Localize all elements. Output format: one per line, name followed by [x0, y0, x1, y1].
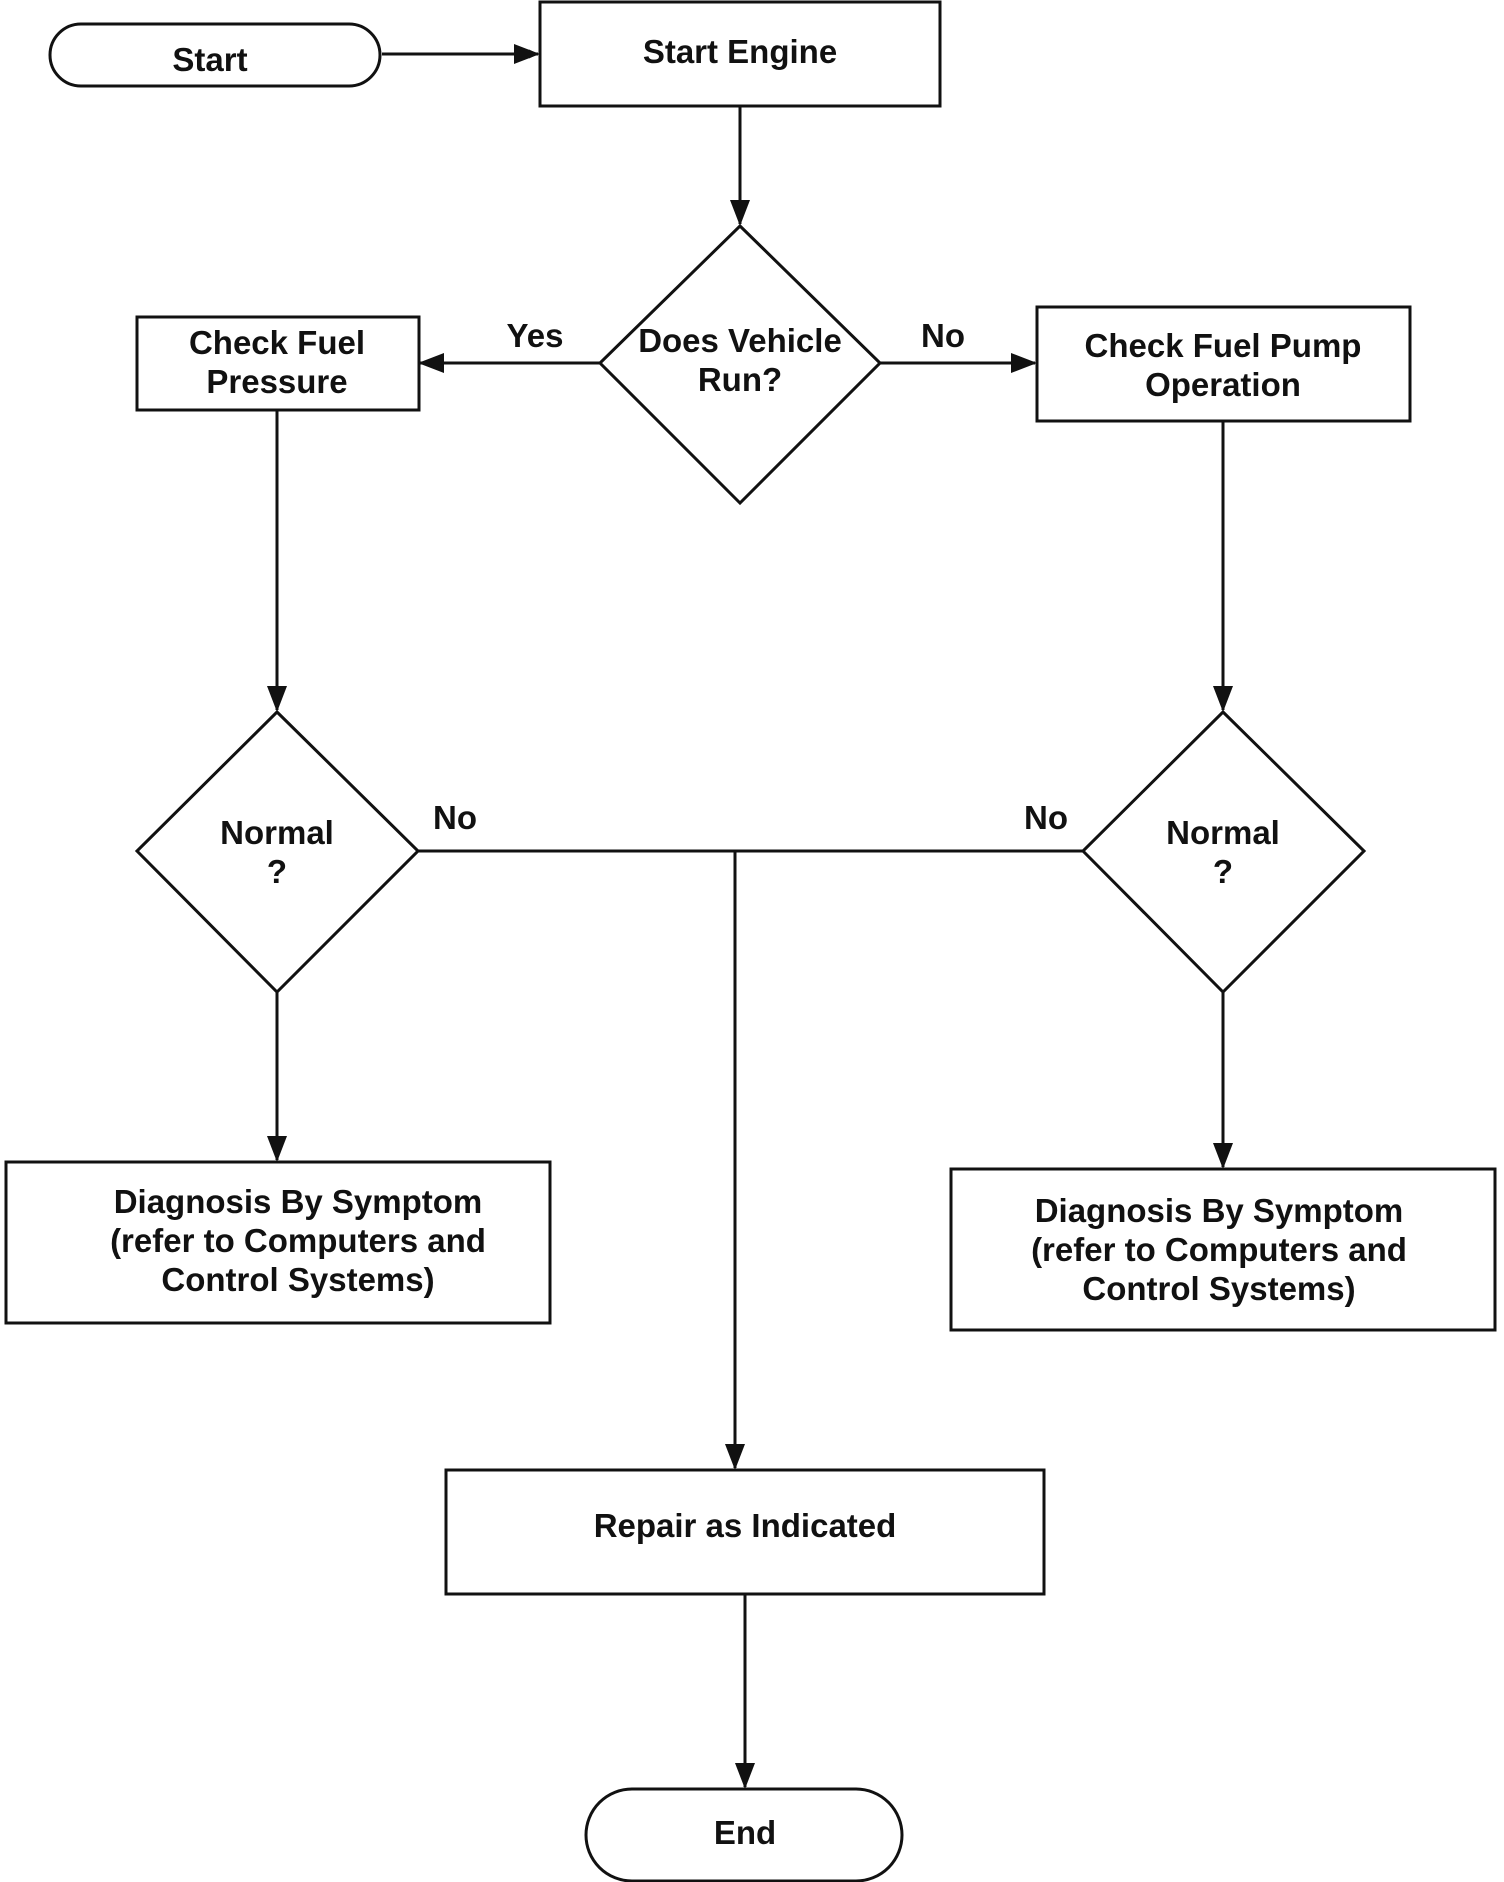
check-pressure-label-line1: Check Fuel [189, 324, 365, 361]
normal-right-label-line1: Normal [1166, 814, 1280, 851]
check-pressure-label-line2: Pressure [206, 363, 347, 400]
edge-label-no-left: No [433, 799, 477, 836]
edge-label-no-right: No [1024, 799, 1068, 836]
node-check-fuel-pressure: Check Fuel Pressure [135, 315, 421, 412]
diag-left-box [4, 1160, 552, 1325]
arrowhead-diag-right [1213, 1143, 1233, 1169]
end-terminator [584, 1787, 904, 1882]
node-start-engine: Start Engine [538, 0, 942, 108]
check-pump-box [1035, 305, 1412, 423]
normal-right-diamond [1080, 709, 1367, 995]
arrowhead-start-engine [514, 44, 540, 64]
diag-right-box [949, 1167, 1497, 1332]
vehicle-runs-label-line1: Does Vehicle [638, 322, 842, 359]
node-end: End [584, 1787, 904, 1882]
arrowhead-check-pressure [418, 353, 444, 373]
arrowhead-normal-left [267, 686, 287, 712]
normal-left-diamond [134, 709, 421, 995]
start-engine-box [538, 0, 942, 108]
arrowhead-end [735, 1763, 755, 1789]
edge-label-yes: Yes [507, 317, 564, 354]
node-repair: Repair as Indicated [444, 1468, 1046, 1596]
arrowhead-decision [730, 200, 750, 226]
check-pump-label-line1: Check Fuel Pump [1085, 327, 1362, 364]
start-engine-label: Start Engine [643, 33, 837, 70]
arrowhead-repair [725, 1444, 745, 1470]
node-start: Start [48, 22, 382, 88]
repair-label: Repair as Indicated [594, 1507, 897, 1544]
diag-right-label-line2: (refer to Computers and [1031, 1231, 1407, 1268]
arrowhead-diag-left [267, 1136, 287, 1162]
diag-right-label-line3: Control Systems) [1082, 1270, 1355, 1307]
arrowhead-normal-right [1213, 686, 1233, 712]
repair-box [444, 1468, 1046, 1596]
edge-label-no-runs: No [921, 317, 965, 354]
diag-left-label-line1: Diagnosis By Symptom [114, 1183, 483, 1220]
diag-right-label-line1: Diagnosis By Symptom [1035, 1192, 1404, 1229]
node-normal-right-decision: Normal ? [1080, 709, 1367, 995]
check-pressure-box [135, 315, 421, 412]
node-normal-left-decision: Normal ? [134, 709, 421, 995]
diag-left-label-line3: Control Systems) [161, 1261, 434, 1298]
node-check-fuel-pump: Check Fuel Pump Operation [1035, 305, 1412, 423]
start-terminator [48, 22, 382, 88]
arrowheads [267, 44, 1233, 1789]
start-label: Start [172, 41, 247, 78]
node-vehicle-runs-decision: Does Vehicle Run? [597, 223, 883, 506]
node-diagnosis-right: Diagnosis By Symptom (refer to Computers… [949, 1167, 1497, 1332]
vehicle-runs-diamond [597, 223, 883, 506]
normal-left-label-line1: Normal [220, 814, 334, 851]
vehicle-runs-label-line2: Run? [698, 361, 782, 398]
diag-left-label-line2: (refer to Computers and [110, 1222, 486, 1259]
node-diagnosis-left: Diagnosis By Symptom (refer to Computers… [4, 1160, 552, 1325]
normal-left-label-line2: ? [267, 853, 287, 890]
normal-right-label-line2: ? [1213, 853, 1233, 890]
arrowhead-check-pump [1011, 353, 1037, 373]
check-pump-label-line2: Operation [1145, 366, 1301, 403]
end-label: End [714, 1814, 776, 1851]
connectors [275, 49, 1225, 1787]
